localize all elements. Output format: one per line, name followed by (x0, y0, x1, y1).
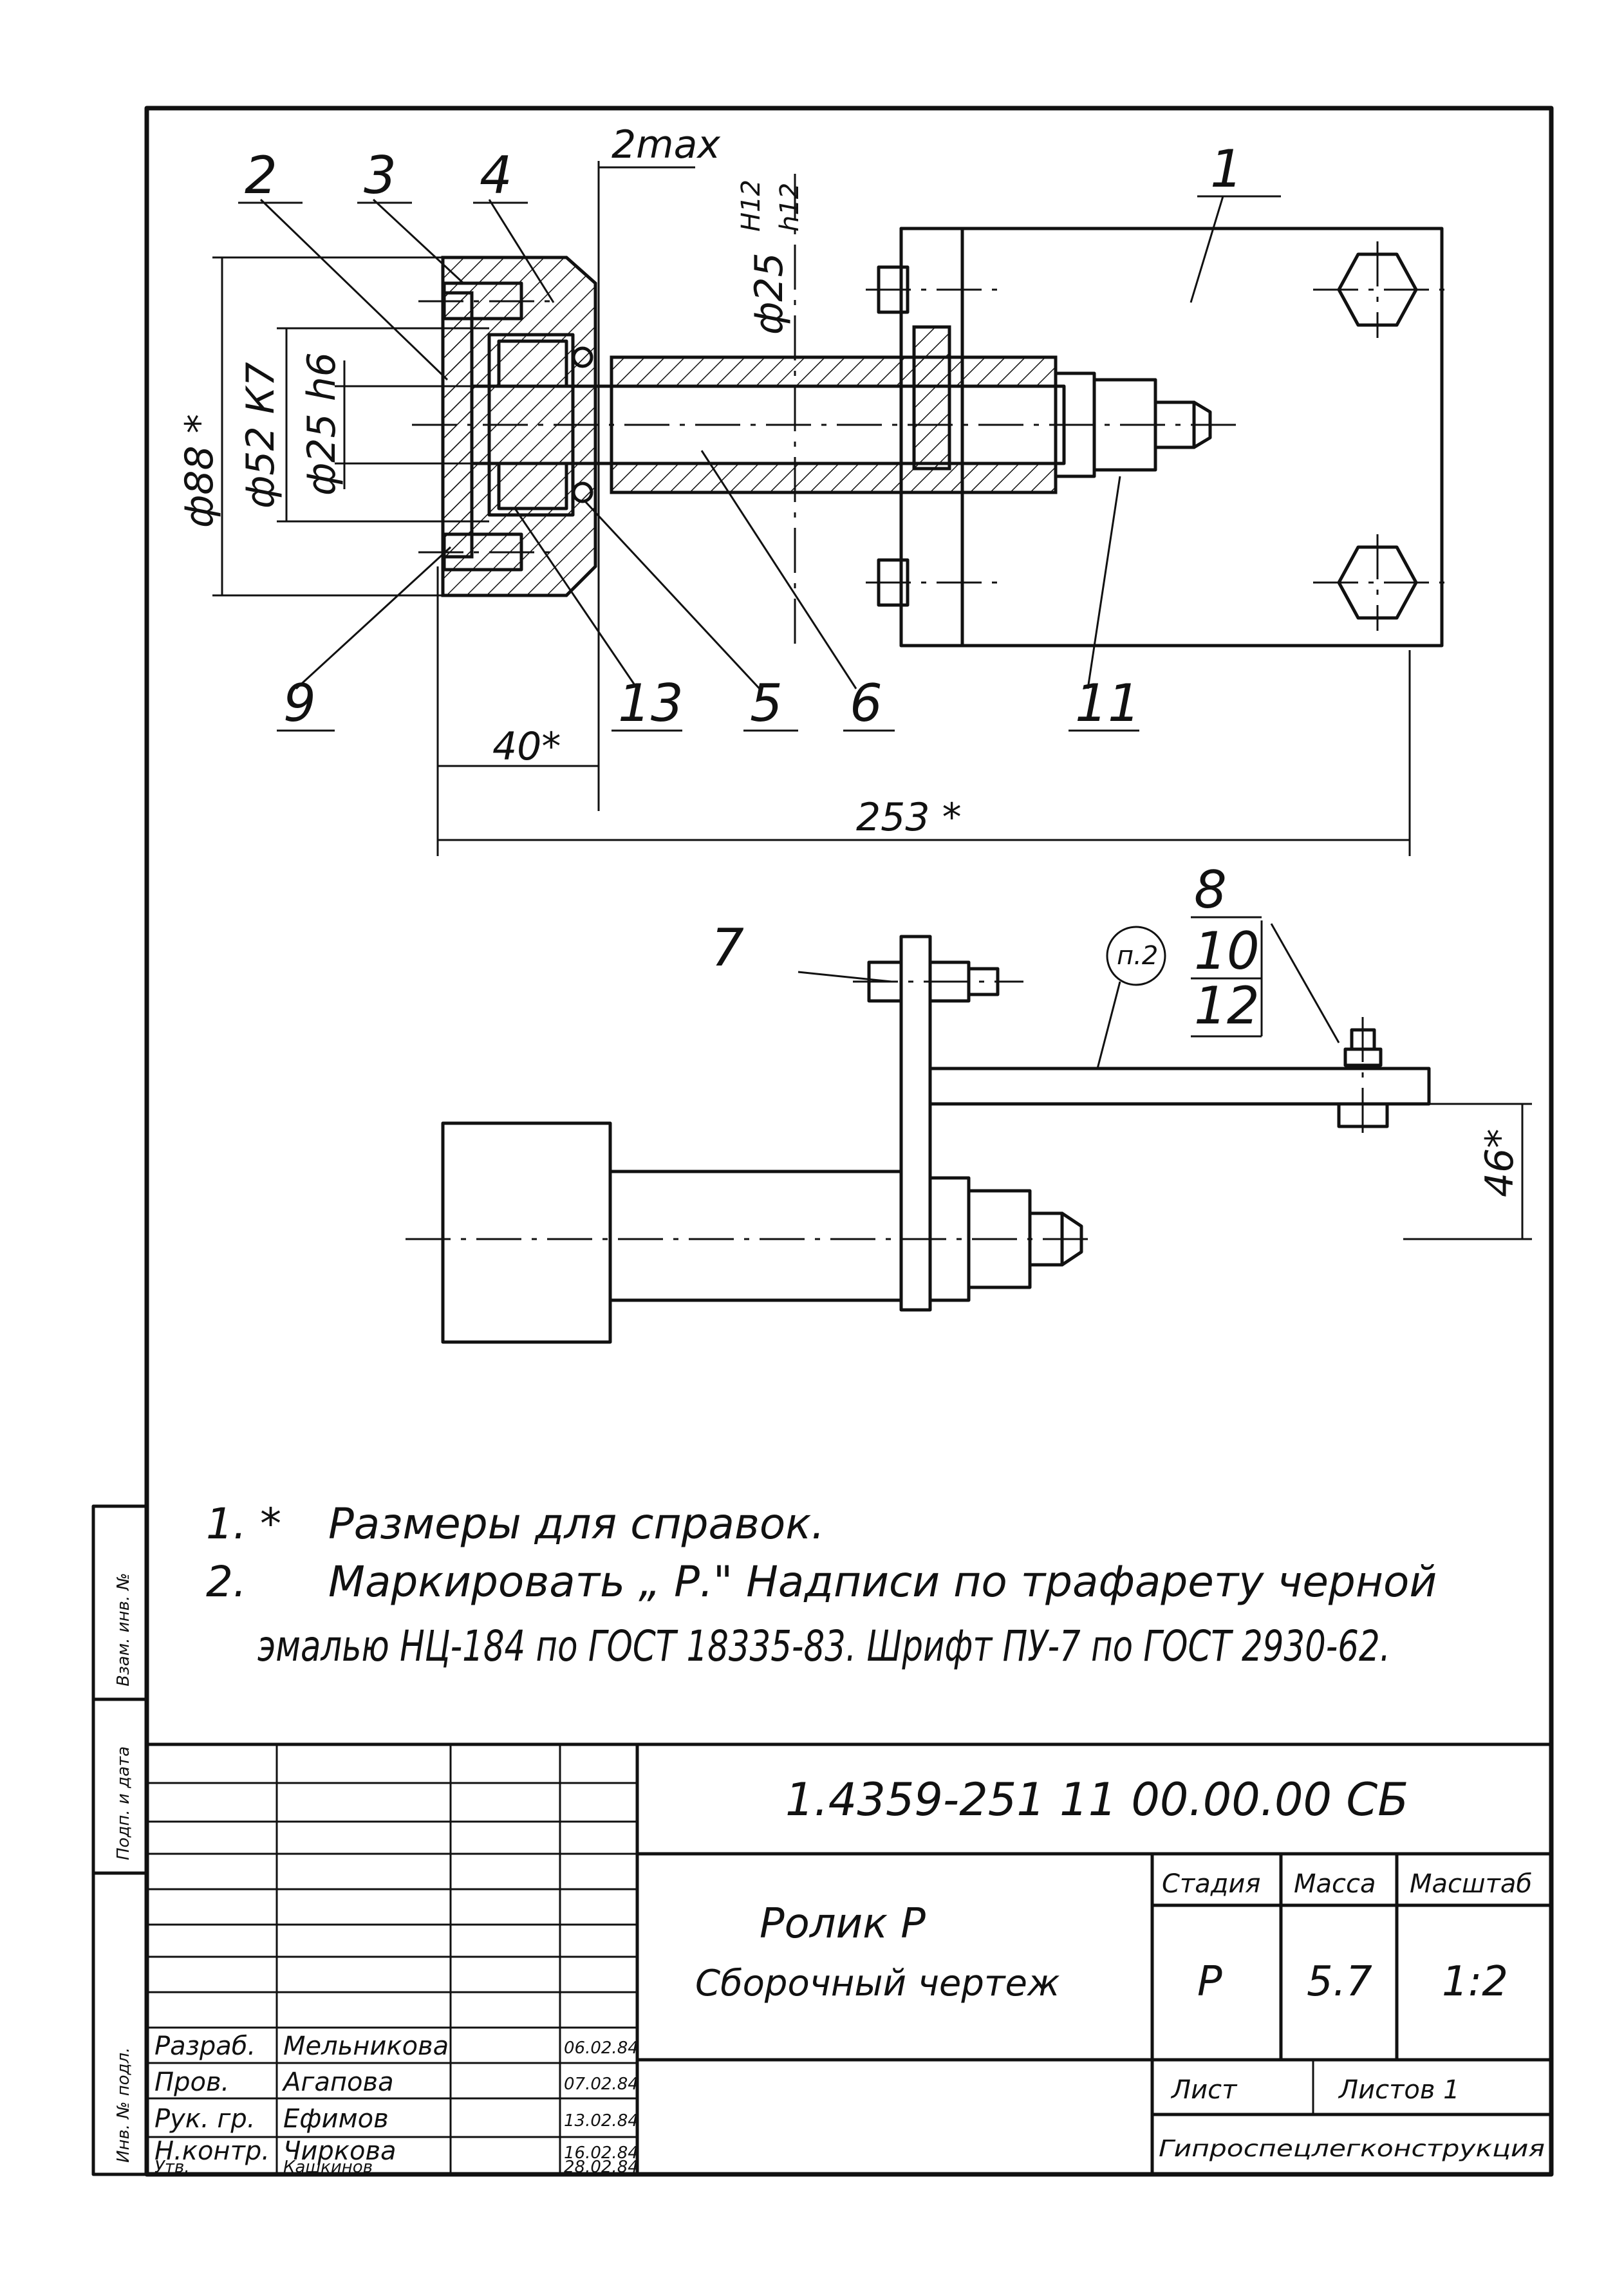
part-labels: 2 3 4 1 9 13 5 6 11 7 8 10 12 (238, 139, 1281, 1038)
value-mass: 5.7 (1307, 1958, 1372, 2006)
dim-fit-bottom: h12 (775, 183, 805, 232)
dim-outer-diameter: ф88 * (177, 414, 222, 528)
notes: 1. * Размеры для справок. 2. Маркировать… (206, 1499, 1437, 1671)
date-approved: 28.02.84 (564, 2158, 639, 2177)
sheets-label: Листов 1 (1338, 2075, 1460, 2105)
part-label-8: 8 (1194, 860, 1227, 920)
part-label-11: 11 (1075, 673, 1141, 733)
dimension-labels: 2max H12 h12 ф25 ф88 * ф52 К7 ф25 h6 40*… (177, 122, 1522, 1197)
part-label-2: 2 (245, 145, 277, 205)
role-checker: Пров. (154, 2067, 229, 2097)
title-block: 1.4359-251 11 00.00.00 СБ Ролик Р Сбороч… (145, 1742, 1553, 2177)
part-label-12: 12 (1194, 976, 1260, 1036)
name-approved: Кашкинов (283, 2158, 373, 2177)
role-approved: Утв. (154, 2158, 190, 2177)
weld-callout: п.2 (1117, 941, 1158, 971)
stamp-inventory-original: Инв. № подл. (114, 2048, 133, 2163)
part-label-6: 6 (850, 673, 882, 733)
dim-fit-top: H12 (736, 180, 766, 232)
part-label-1: 1 (1210, 139, 1243, 199)
note-1-number: 1. * (206, 1499, 281, 1549)
dim-width: 40* (492, 724, 561, 769)
stamp-signature-date: Подп. и дата (114, 1746, 133, 1860)
part-label-3: 3 (364, 145, 397, 205)
organization: Гипроспецлегконструкция (1159, 2136, 1545, 2162)
dim-offset: 46* (1477, 1129, 1522, 1197)
stamp-replacement-inventory: Взам. инв. № (114, 1573, 133, 1686)
name-norm-control: Чиркова (283, 2136, 397, 2166)
date-developer: 06.02.84 (564, 2039, 639, 2058)
date-norm-control: 16.02.84 (564, 2143, 639, 2163)
part-label-5: 5 (750, 673, 783, 733)
part-label-4: 4 (480, 145, 512, 205)
note-2-text: Маркировать „ Р." Надписи по трафарету ч… (328, 1557, 1437, 1607)
note-2-continuation: эмалью НЦ-184 по ГОСТ 18335-83. Шрифт ПУ… (257, 1621, 1390, 1671)
drawing-subtitle: Сборочный чертеж (695, 1963, 1060, 2004)
note-1-text: Размеры для справок. (328, 1499, 825, 1549)
side-stamps: Инв. № подл. Подп. и дата Взам. инв. № (91, 1504, 149, 2176)
value-scale: 1:2 (1442, 1958, 1508, 2006)
part-label-13: 13 (618, 673, 684, 733)
sheet-label: Лист (1170, 2075, 1238, 2105)
section-view (212, 161, 1448, 856)
header-scale: Масштаб (1410, 1869, 1532, 1899)
dim-bore-fit: ф25 (747, 252, 792, 335)
role-developer: Разраб. (154, 2031, 256, 2061)
role-group-lead: Рук. гр. (154, 2104, 256, 2134)
part-label-9: 9 (283, 673, 316, 733)
side-view (406, 923, 1532, 1344)
name-group-lead: Ефимов (283, 2104, 389, 2134)
name-checker: Агапова (281, 2067, 394, 2097)
date-checker: 07.02.84 (564, 2075, 639, 2094)
header-mass: Масса (1294, 1869, 1376, 1899)
date-group-lead: 13.02.84 (564, 2111, 639, 2131)
dim-gap-max: 2max (611, 122, 720, 167)
dim-overall-length: 253 * (856, 795, 962, 840)
sheet-frame (144, 106, 1554, 2177)
name-developer: Мельникова (283, 2031, 449, 2061)
part-label-7: 7 (711, 918, 744, 978)
value-stage: Р (1197, 1958, 1222, 2006)
designation: 1.4359-251 11 00.00.00 СБ (785, 1773, 1408, 1826)
part-label-10: 10 (1194, 921, 1260, 981)
header-stage: Стадия (1162, 1869, 1260, 1899)
dim-shaft-fit: ф25 h6 (299, 352, 344, 496)
note-2-number: 2. (206, 1557, 247, 1607)
role-norm-control: Н.контр. (154, 2136, 270, 2166)
drawing-title: Ролик Р (760, 1900, 926, 1948)
dim-housing-fit: ф52 К7 (238, 362, 283, 509)
